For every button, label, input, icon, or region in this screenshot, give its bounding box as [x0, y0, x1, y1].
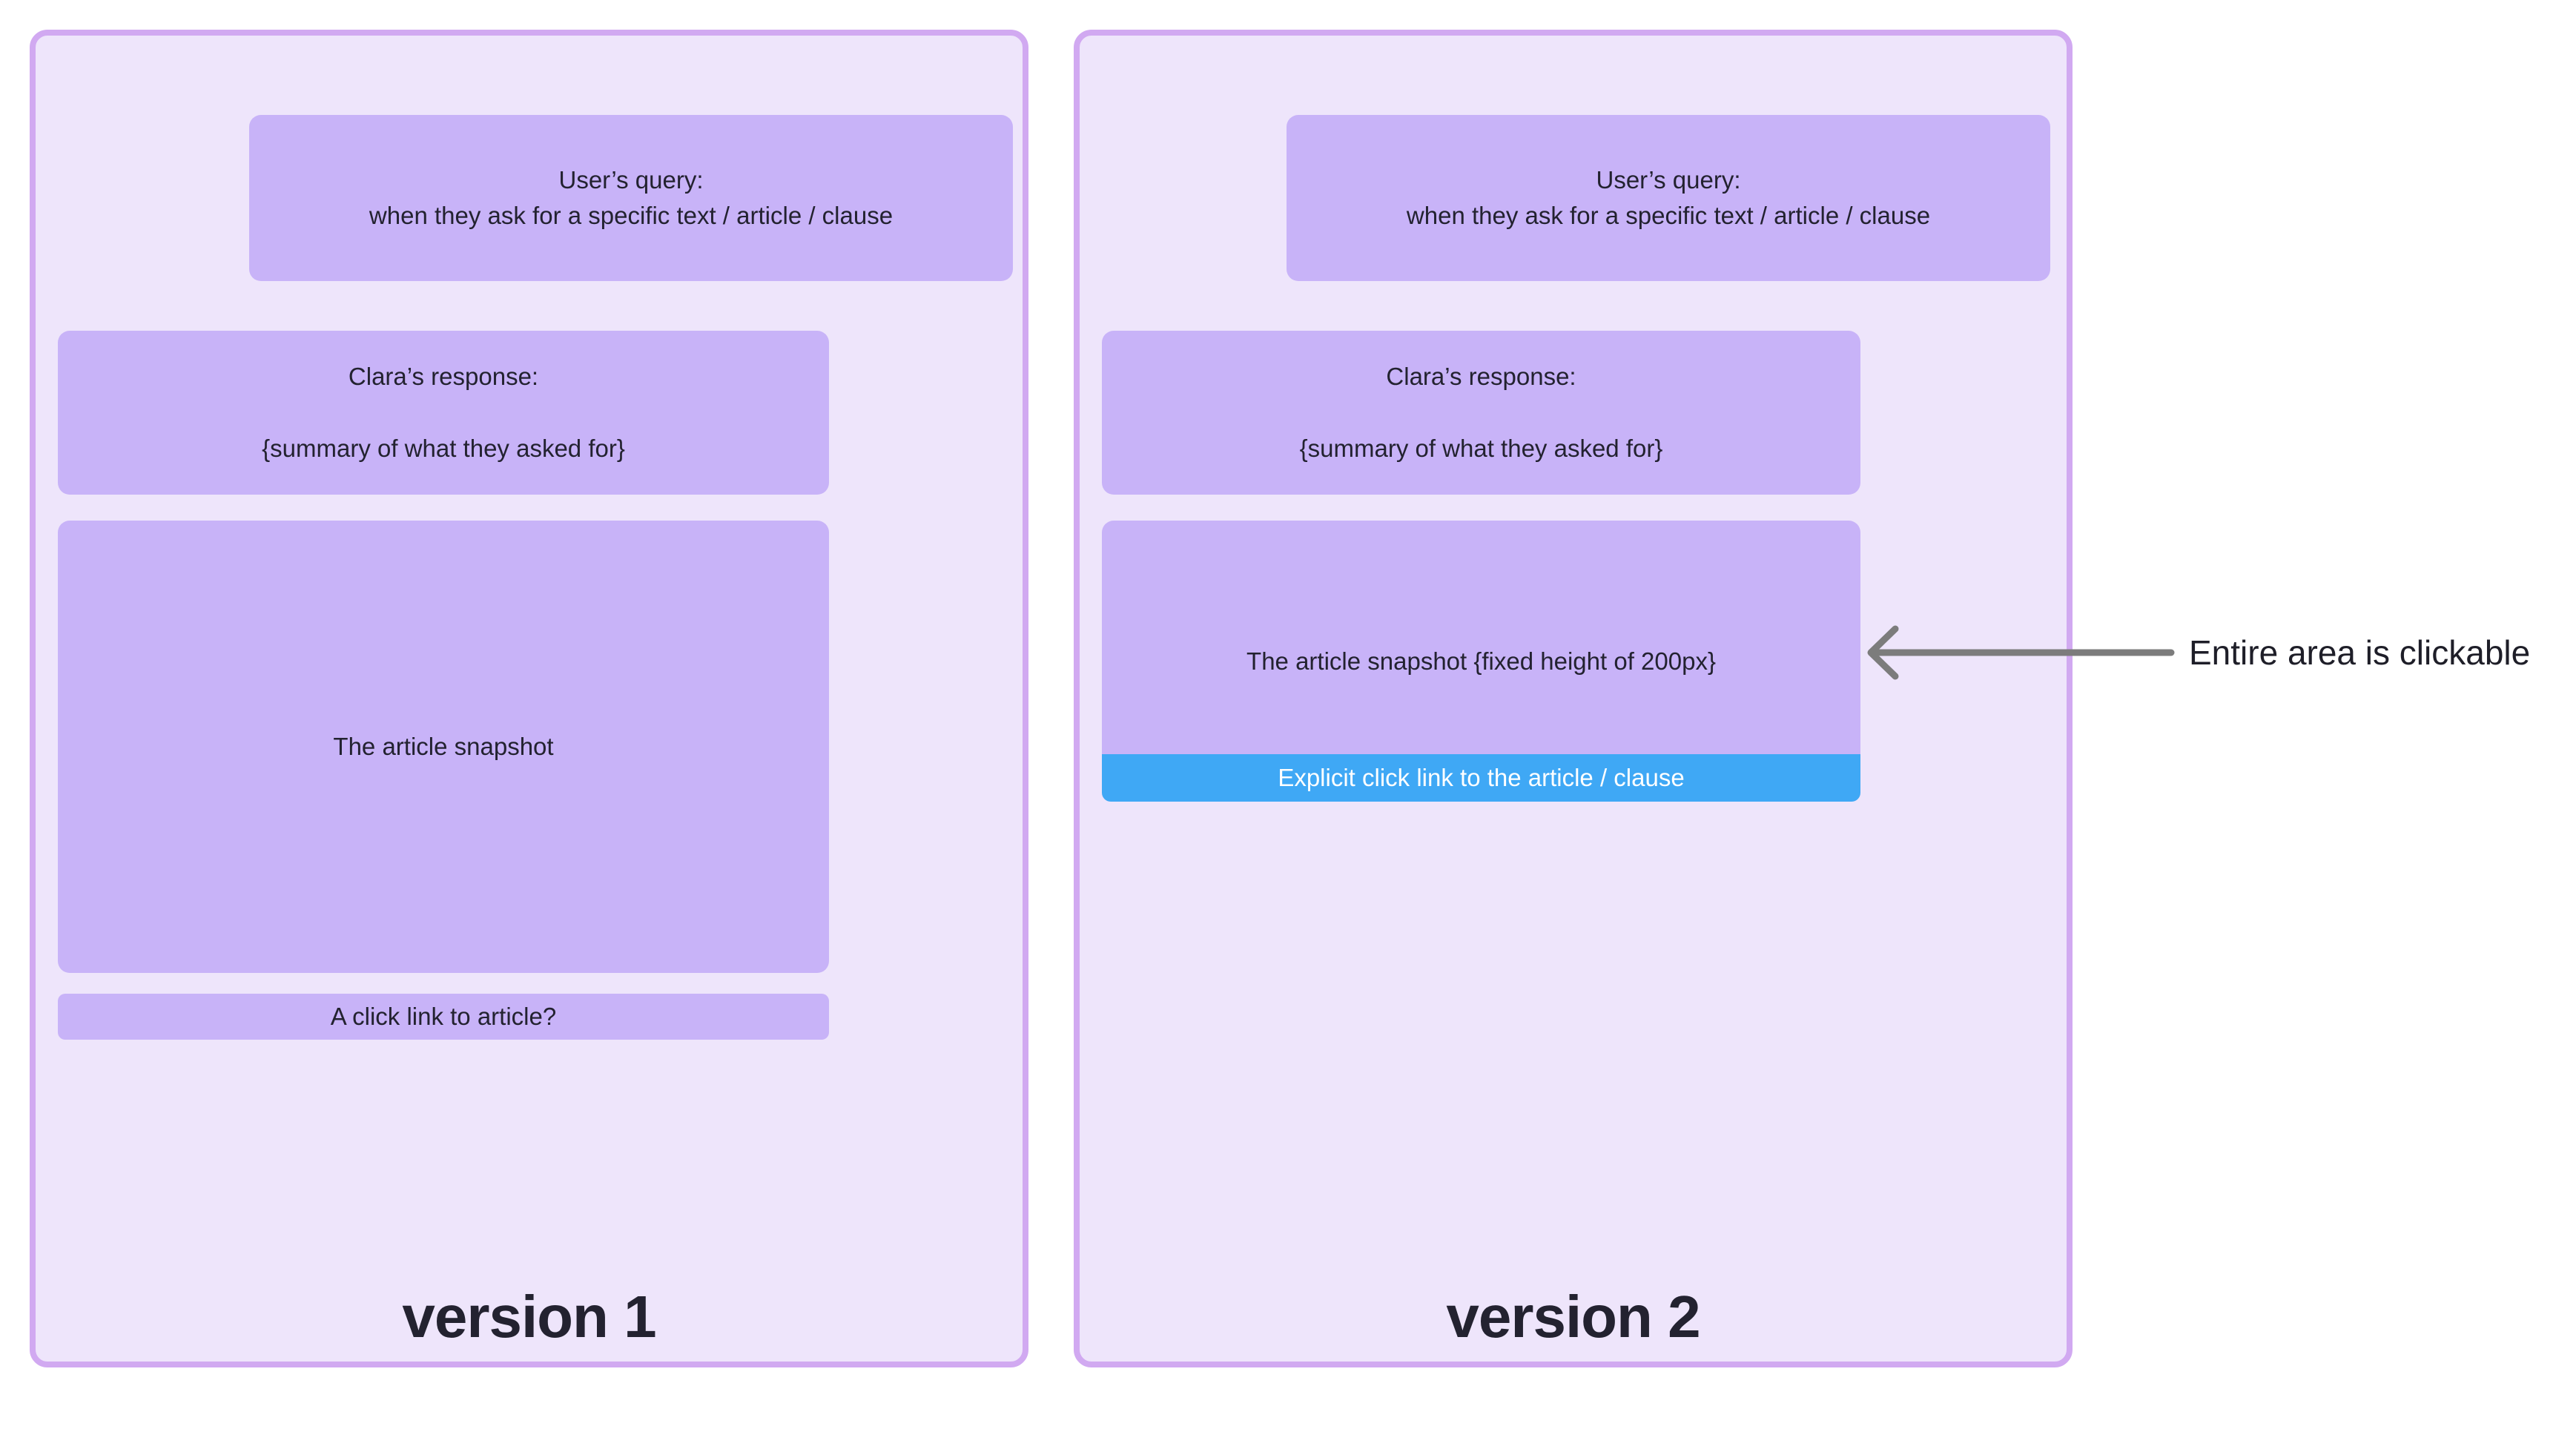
clara-response-body: {summary of what they asked for}: [1299, 435, 1663, 462]
clara-response-body: {summary of what they asked for}: [262, 435, 625, 462]
panel-version-1: User’s query: when they ask for a specif…: [30, 30, 1028, 1367]
user-query-bubble: User’s query: when they ask for a specif…: [1287, 115, 2050, 281]
clara-response-bubble: Clara’s response: {summary of what they …: [58, 331, 829, 495]
clara-response-title: Clara’s response:: [348, 363, 539, 390]
article-snapshot-card[interactable]: The article snapshot {fixed height of 20…: [1102, 521, 1860, 802]
panel-version-2: User’s query: when they ask for a specif…: [1074, 30, 2073, 1367]
version-2-label: version 2: [1446, 1284, 1700, 1350]
left-arrow-icon: [1867, 625, 2175, 680]
user-query-subtitle: when they ask for a specific text / arti…: [1406, 202, 1931, 229]
article-snapshot[interactable]: The article snapshot {fixed height of 20…: [1102, 521, 1860, 754]
clara-response-bubble: Clara’s response: {summary of what they …: [1102, 331, 1860, 495]
article-snapshot-label: The article snapshot {fixed height of 20…: [1246, 647, 1716, 675]
user-query-title: User’s query:: [1596, 166, 1741, 194]
annotation-label: Entire area is clickable: [2189, 633, 2531, 672]
article-snapshot: The article snapshot: [58, 521, 829, 973]
user-query-subtitle: when they ask for a specific text / arti…: [369, 202, 894, 229]
clara-response-title: Clara’s response:: [1386, 363, 1576, 390]
version-1-label: version 1: [402, 1284, 656, 1350]
explicit-link-button[interactable]: Explicit click link to the article / cla…: [1102, 754, 1860, 802]
user-query-title: User’s query:: [558, 166, 704, 194]
article-snapshot-label: The article snapshot: [333, 733, 554, 760]
article-link-bar[interactable]: A click link to article?: [58, 994, 829, 1040]
user-query-bubble: User’s query: when they ask for a specif…: [249, 115, 1013, 281]
